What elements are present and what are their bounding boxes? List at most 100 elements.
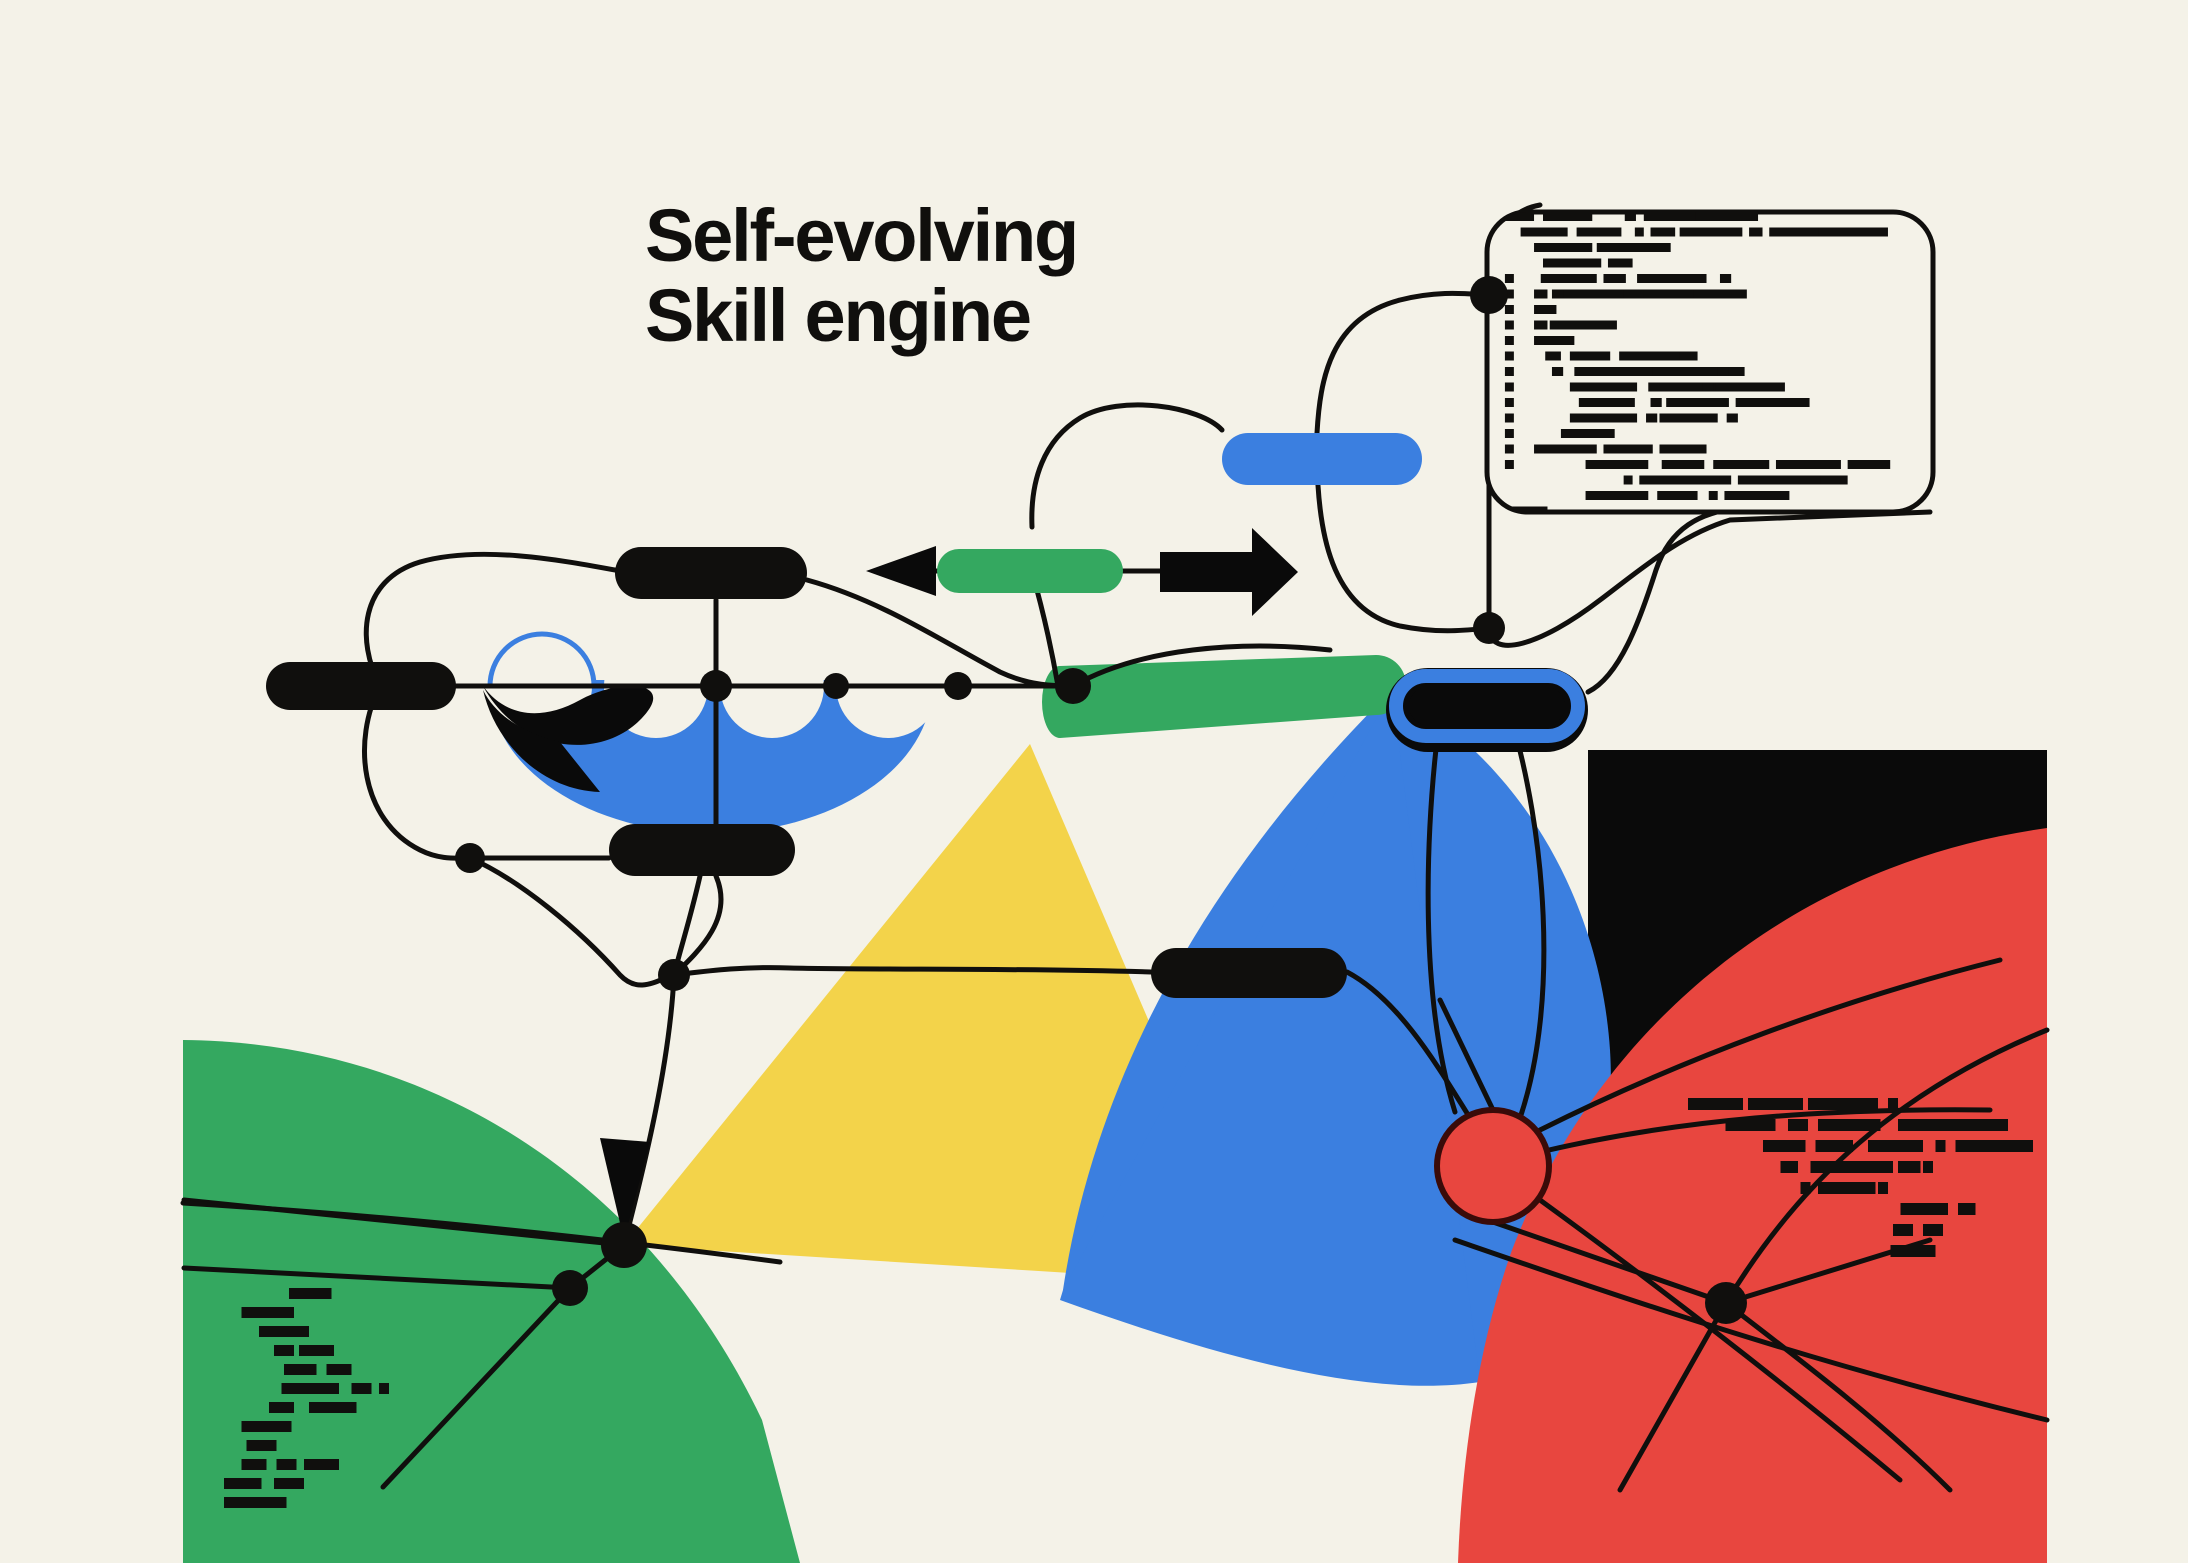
- junction-dot[interactable]: [700, 670, 732, 702]
- code-bar: [1657, 491, 1698, 500]
- edge-red-spoke-a: [1437, 997, 1496, 1113]
- code-bar: [1607, 258, 1633, 268]
- junction-dot-group: [455, 276, 1747, 1324]
- scallop-outline: [487, 631, 597, 687]
- code-bar: [1504, 429, 1514, 438]
- code-bar: [304, 1459, 339, 1470]
- node-red-hub[interactable]: [1434, 1107, 1552, 1225]
- code-bar: [1847, 460, 1891, 469]
- code-bar: [351, 1383, 372, 1394]
- code-bar: [1749, 227, 1763, 237]
- code-bar: [1958, 1203, 1976, 1215]
- code-bar: [1495, 506, 1548, 512]
- code-bar: [1923, 1224, 1943, 1236]
- edge-left-loop-lower: [467, 855, 677, 988]
- black-crescent-tail: [483, 690, 600, 792]
- code-bar: [1585, 460, 1649, 469]
- code-bar: [1619, 351, 1698, 361]
- code-bar: [1735, 398, 1810, 407]
- junction-dot[interactable]: [552, 1270, 588, 1306]
- node-lower-pill[interactable]: [609, 824, 795, 876]
- code-bar: [241, 1459, 267, 1470]
- junction-dot[interactable]: [1705, 1282, 1747, 1324]
- flow-arrow-right-icon: [1160, 528, 1298, 616]
- code-bar: [1659, 413, 1718, 423]
- code-bar: [1725, 1119, 1776, 1131]
- edge-down-to-green: [621, 972, 677, 1248]
- code-window-lines: [1495, 212, 1891, 512]
- node-green-pill[interactable]: [937, 549, 1123, 593]
- junction-dot[interactable]: [1470, 276, 1508, 314]
- code-bar: [299, 1345, 334, 1356]
- code-bar: [1935, 1140, 1946, 1152]
- code-bar: [1563, 289, 1633, 299]
- code-bar: [1534, 243, 1593, 252]
- code-bar: [1534, 320, 1548, 330]
- junction-dot[interactable]: [601, 1222, 647, 1268]
- junction-dot[interactable]: [658, 959, 690, 991]
- junction-dot[interactable]: [1055, 668, 1091, 704]
- edge-spine-to-capsule: [1070, 643, 1333, 689]
- capsule-core: [1409, 687, 1565, 725]
- edge-left-loop-top: [363, 551, 618, 689]
- code-bar: [1780, 1161, 1798, 1173]
- edge-bluepill-up-to-dot: [1314, 290, 1492, 436]
- code-bar: [1504, 460, 1514, 469]
- flow-arrow-left-icon: [866, 546, 936, 596]
- code-bar: [1650, 227, 1676, 237]
- code-bar: [1646, 413, 1658, 423]
- code-bar: [1661, 460, 1705, 469]
- edge-panel-to-capsule: [1486, 509, 1933, 648]
- code-bar: [1893, 1224, 1913, 1236]
- code-bar: [1543, 258, 1602, 268]
- junction-dot[interactable]: [823, 673, 849, 699]
- code-bar: [1504, 413, 1514, 423]
- code-bar: [379, 1383, 389, 1394]
- code-bar: [224, 1478, 262, 1489]
- code-bar: [1715, 382, 1785, 392]
- edge-red-arc-5: [1723, 1027, 2050, 1306]
- code-bar: [1800, 1182, 1811, 1194]
- edge-red-spoke-d: [1537, 957, 2003, 1133]
- code-bar: [259, 1326, 309, 1337]
- junction-dot[interactable]: [1473, 612, 1505, 644]
- code-bar: [1702, 382, 1714, 392]
- code-bar: [1534, 289, 1548, 299]
- junction-dot[interactable]: [944, 672, 972, 700]
- code-bar: [1551, 367, 1564, 376]
- arrow-group: [600, 528, 1298, 1240]
- node-mid-pill[interactable]: [1151, 948, 1347, 998]
- code-bar: [1520, 227, 1568, 237]
- code-bar: [281, 1383, 339, 1394]
- code-bar: [1504, 398, 1514, 407]
- node-selected-capsule[interactable]: [1386, 668, 1588, 752]
- node-blue-pill[interactable]: [1222, 433, 1422, 485]
- code-bar: [1719, 274, 1732, 283]
- green-tapered-bar: [1042, 655, 1406, 738]
- edge-greenpill-up: [1029, 402, 1225, 530]
- code-bar: [274, 1345, 294, 1356]
- code-bar: [1578, 398, 1635, 407]
- node-left-pill[interactable]: [266, 662, 456, 710]
- code-bar: [246, 1440, 277, 1451]
- red-code-block: [1688, 1098, 2033, 1257]
- green-quadrant: [183, 1040, 800, 1563]
- code-bar: [1543, 212, 1593, 221]
- junction-dot[interactable]: [455, 843, 485, 873]
- edge-capsule-down-b: [1507, 711, 1547, 1121]
- code-bar: [1534, 305, 1557, 314]
- code-bar: [1818, 1119, 1881, 1131]
- code-bar: [1763, 1140, 1806, 1152]
- code-window[interactable]: [1484, 209, 1936, 516]
- code-bar: [1534, 336, 1575, 345]
- code-bar: [1623, 289, 1662, 299]
- green-code-block: [224, 1288, 389, 1508]
- code-bar: [1659, 444, 1707, 454]
- edge-red-arc-3: [1723, 1300, 1953, 1493]
- code-bar: [1576, 227, 1622, 237]
- node-top-pill[interactable]: [615, 547, 807, 599]
- code-bar: [1637, 274, 1707, 283]
- code-bar: [1815, 1140, 1853, 1152]
- node-group: [266, 433, 1422, 998]
